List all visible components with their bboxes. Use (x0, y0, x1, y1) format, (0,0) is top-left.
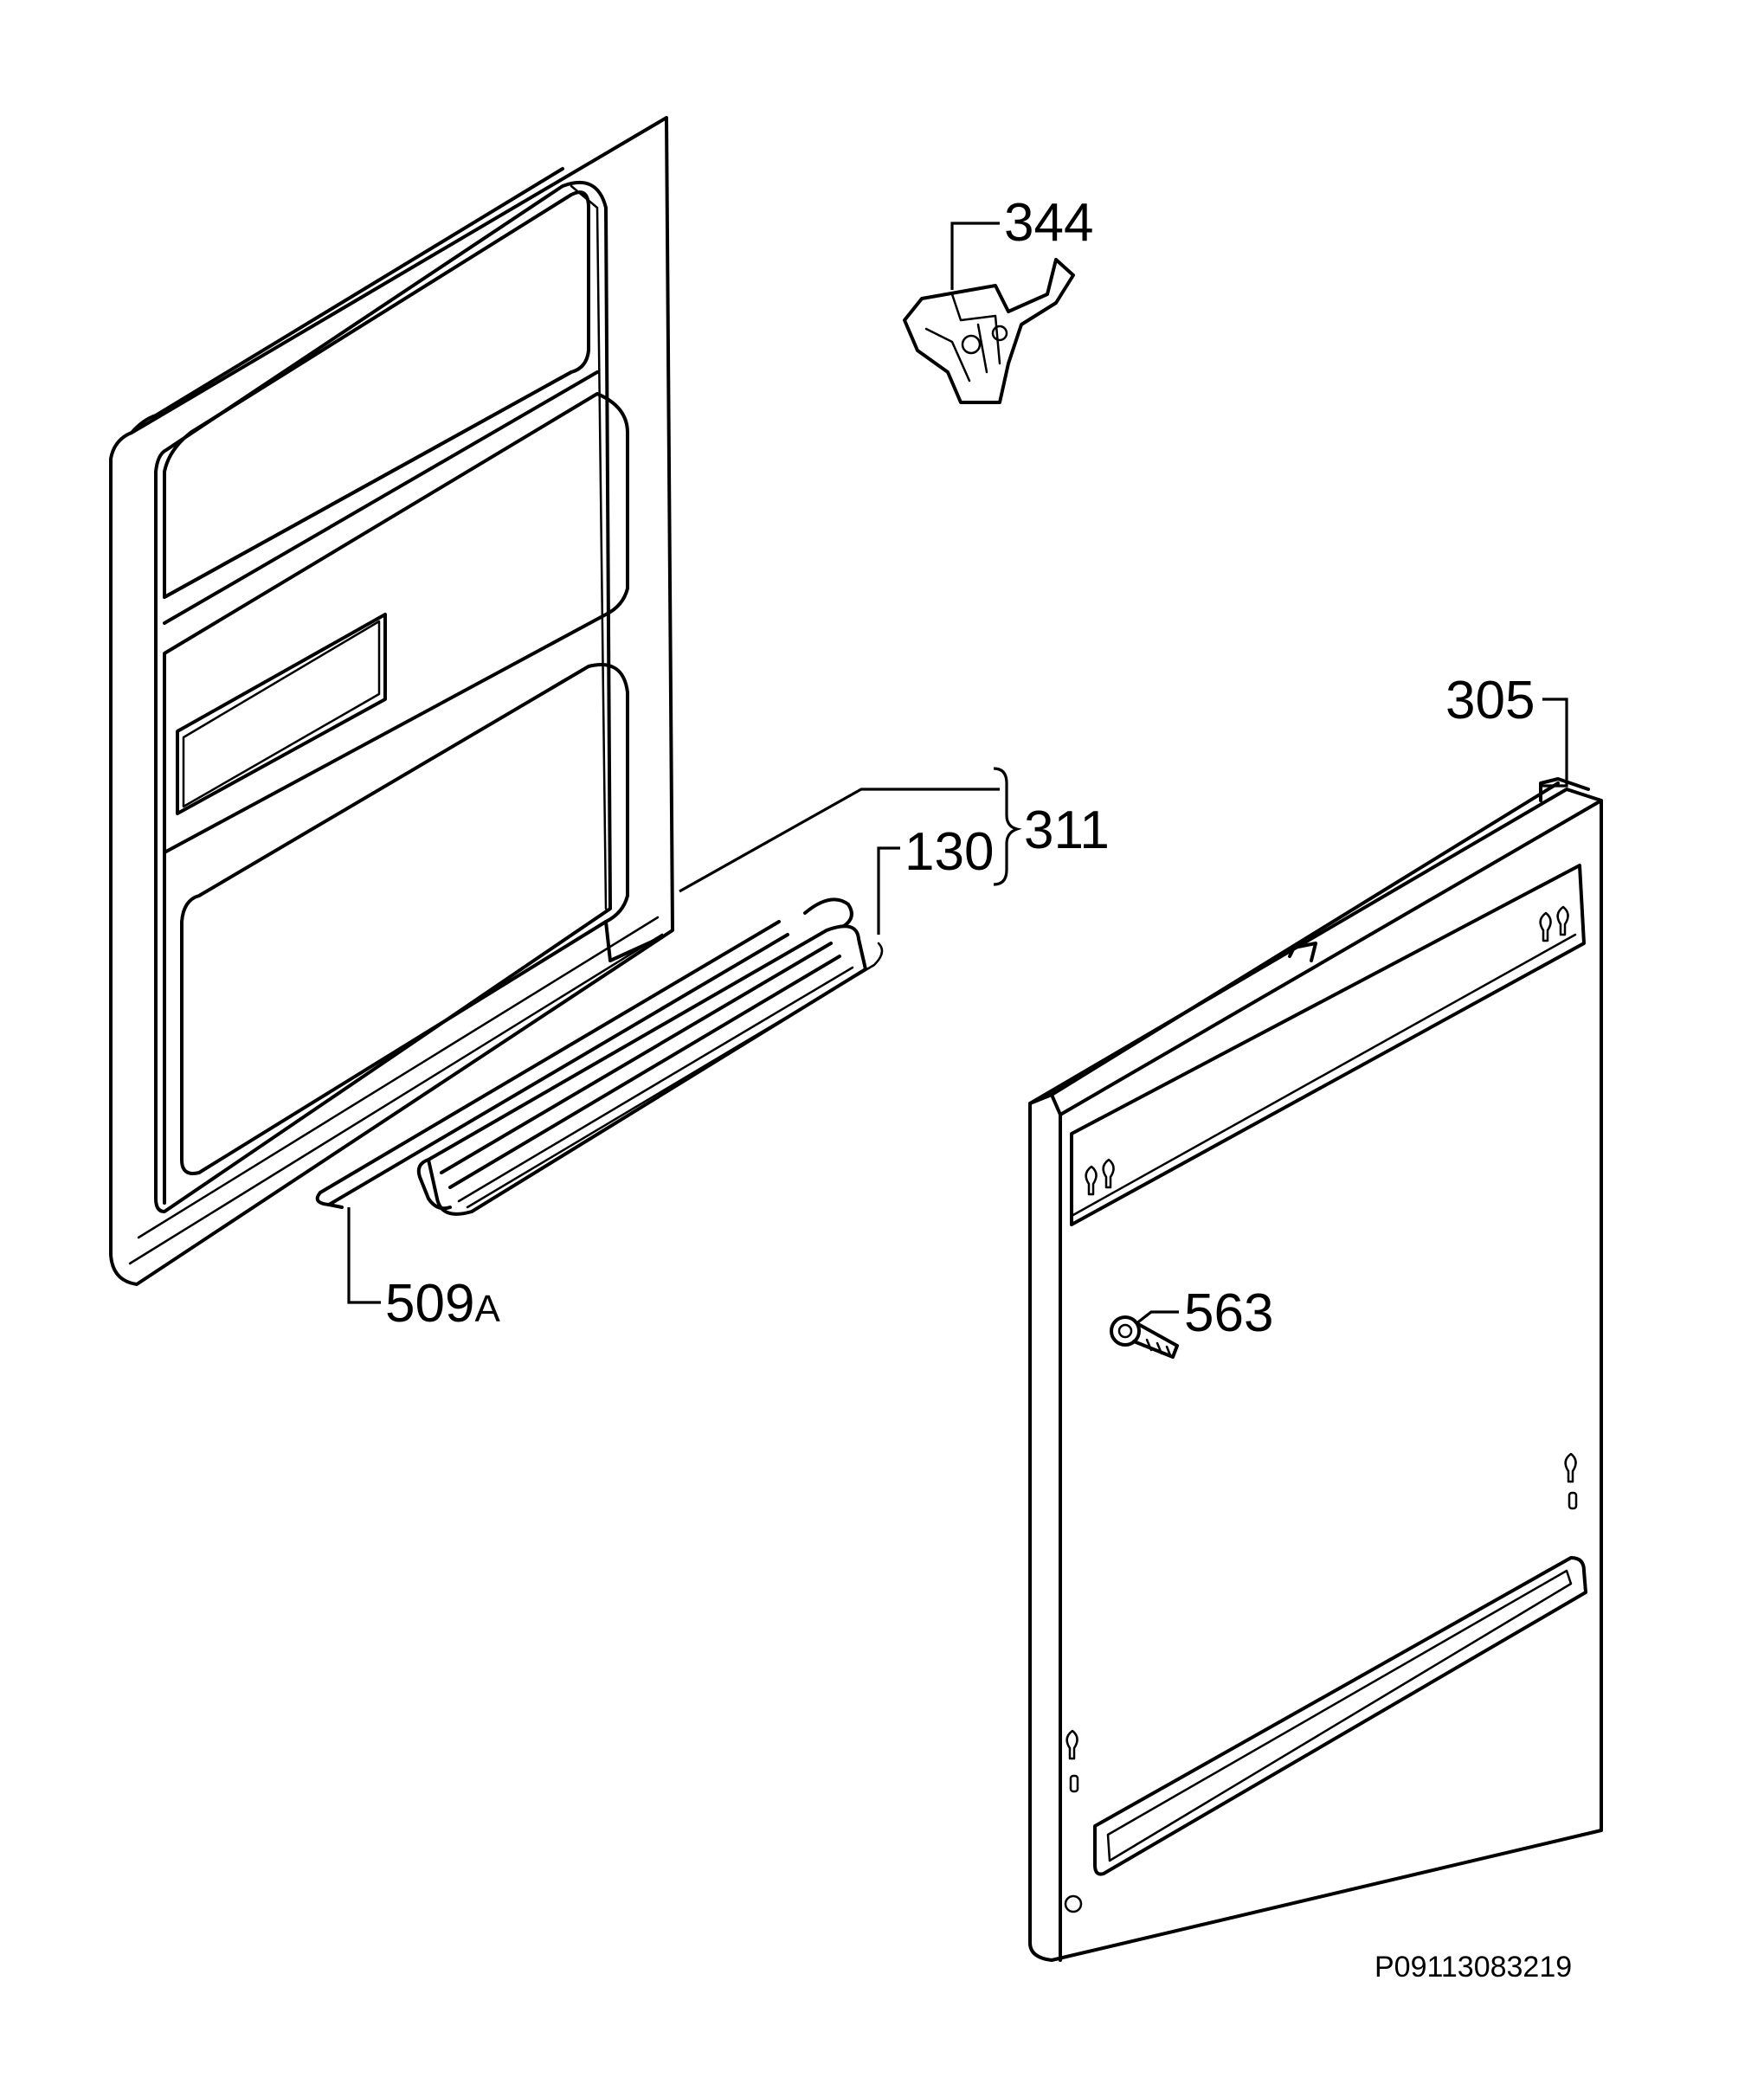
inner-door-panel (109, 116, 674, 1286)
outer-door-panel-305 (1028, 777, 1603, 1962)
callout-344-leader (950, 222, 1000, 290)
callout-311-brace (993, 767, 1022, 886)
callout-563: 563 (1184, 1283, 1273, 1343)
callout-509A-leader (347, 1207, 381, 1304)
callout-563-leader (1135, 1310, 1179, 1326)
bottom-rail-509A (315, 920, 789, 1209)
drawing-code: P09113083219 (1375, 1951, 1572, 1984)
callout-311-leader (679, 788, 1000, 893)
callout-130: 130 (905, 822, 994, 882)
callout-509A-suffix: A (474, 1288, 500, 1330)
screw-563 (1110, 1315, 1179, 1359)
callout-130-leader (877, 846, 900, 935)
callout-509A: 509A (385, 1274, 500, 1334)
door-gasket-130 (416, 897, 884, 1216)
callout-305: 305 (1445, 671, 1535, 730)
callout-311: 311 (1024, 801, 1110, 860)
callout-305-leader (1541, 698, 1568, 788)
callout-344: 344 (1004, 193, 1093, 253)
latch-344 (903, 258, 1075, 404)
callout-509A-number: 509 (385, 1274, 474, 1334)
